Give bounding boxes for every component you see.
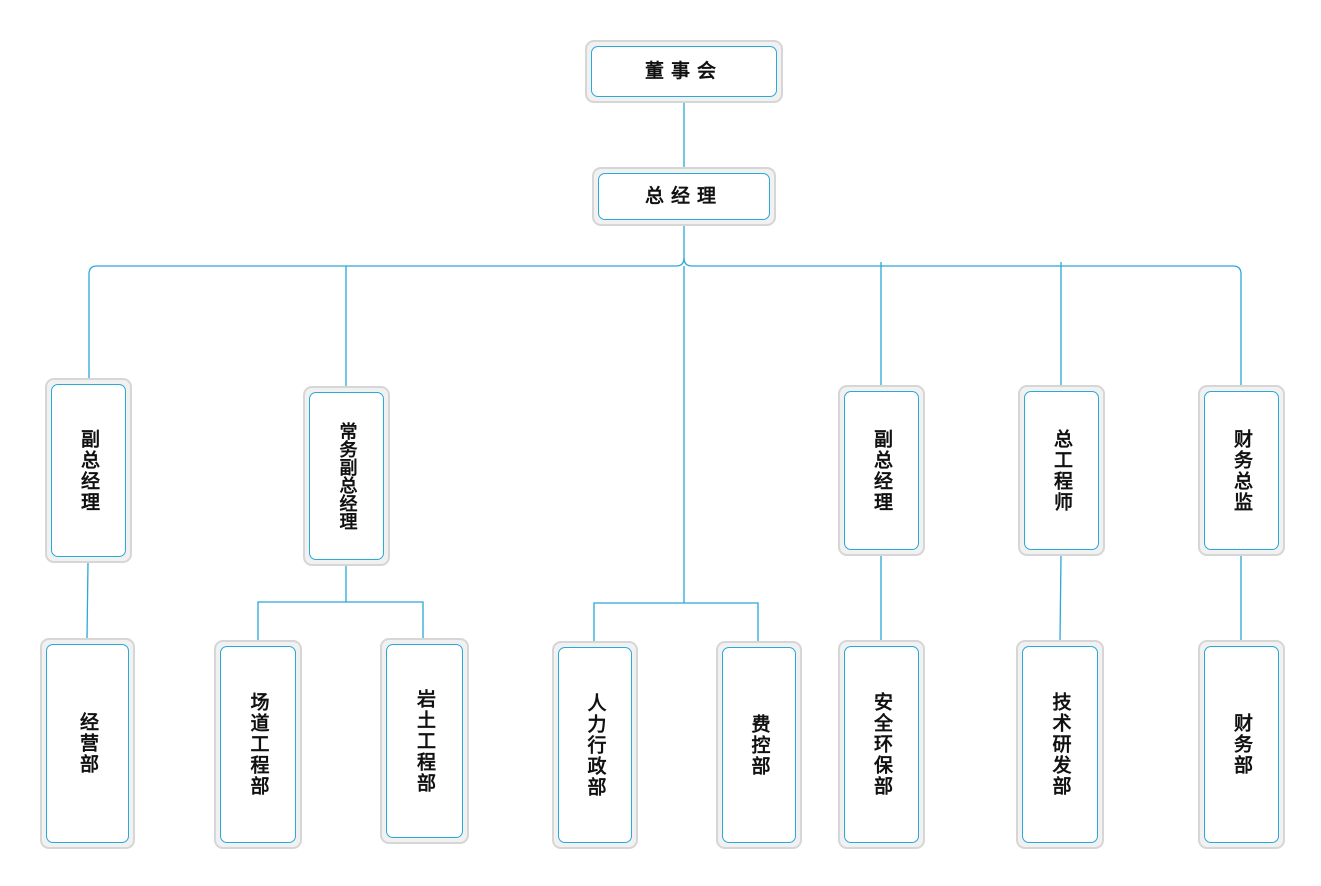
- node-tech-rd-dept-label: 技术研发部: [1049, 692, 1072, 797]
- node-vice-gm-1-label: 副总经理: [78, 428, 100, 513]
- node-safety-env-dept: 安全环保部: [838, 640, 925, 849]
- node-board-label: 董事会: [644, 60, 723, 82]
- node-hr-admin-dept: 人力行政部: [552, 641, 638, 849]
- node-vice-gm-2-label: 副总经理: [871, 428, 893, 513]
- connector-exec-branch: [257, 601, 424, 641]
- node-hr-admin-dept-label: 人力行政部: [584, 692, 607, 798]
- connector-bus-left: [88, 257, 685, 380]
- node-cost-control-dept: 费控部: [716, 641, 802, 849]
- node-chief-engineer: 总工程师: [1018, 385, 1105, 556]
- node-chief-engineer-label: 总工程师: [1051, 428, 1073, 513]
- node-cfo: 财务总监: [1198, 385, 1285, 556]
- node-vice-gm-2: 副总经理: [838, 385, 925, 556]
- node-general-manager: 总经理: [592, 167, 776, 226]
- connector-center-branch: [593, 602, 759, 641]
- connector-vgm1-business: [86, 561, 89, 640]
- node-tech-rd-dept: 技术研发部: [1016, 640, 1104, 849]
- node-executive-vice-gm-label: 常务副总经理: [336, 422, 358, 530]
- node-vice-gm-1: 副总经理: [45, 378, 132, 563]
- node-geotech-eng-dept-label: 岩土工程部: [414, 688, 436, 794]
- connector-chief-tech: [1059, 554, 1062, 642]
- node-business-dept-label: 经营部: [77, 712, 99, 775]
- node-board: 董事会: [585, 40, 783, 103]
- node-cfo-label: 财务总监: [1231, 428, 1253, 513]
- node-airfield-eng-dept: 场道工程部: [214, 640, 302, 849]
- node-executive-vice-gm: 常务副总经理: [303, 386, 390, 566]
- node-general-manager-label: 总经理: [644, 185, 723, 207]
- node-cost-control-dept-label: 费控部: [748, 713, 771, 777]
- node-airfield-eng-dept-label: 场道工程部: [247, 692, 270, 797]
- node-finance-dept-label: 财务部: [1231, 713, 1253, 776]
- node-finance-dept: 财务部: [1198, 640, 1285, 849]
- node-safety-env-dept-label: 安全环保部: [871, 692, 893, 797]
- node-business-dept: 经营部: [40, 638, 135, 849]
- node-geotech-eng-dept: 岩土工程部: [380, 638, 469, 844]
- connector-bus-right: [683, 257, 1242, 386]
